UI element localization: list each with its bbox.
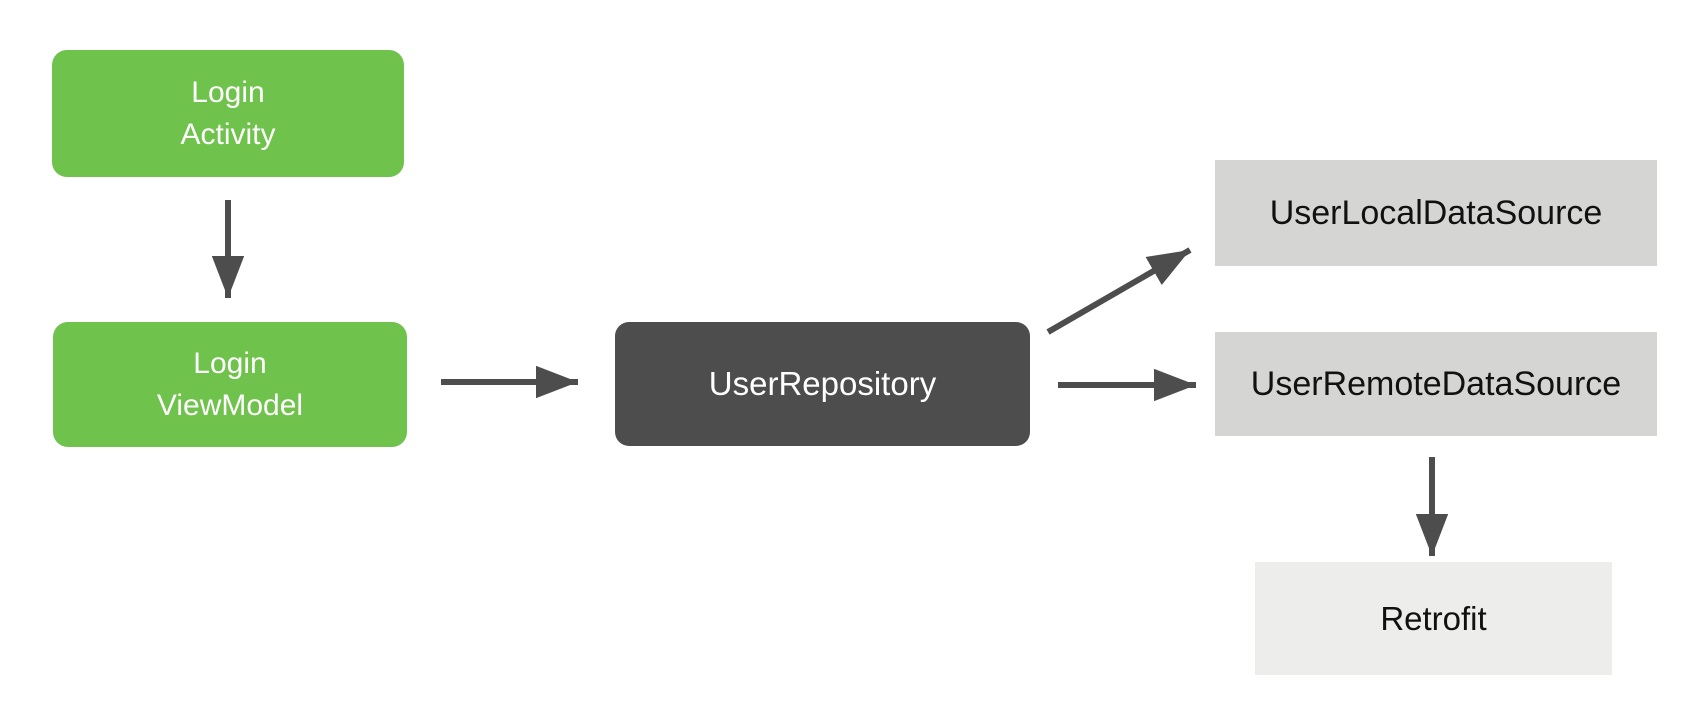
node-retrofit: Retrofit <box>1255 562 1612 675</box>
node-login-viewmodel: Login ViewModel <box>53 322 407 447</box>
node-user-repository: UserRepository <box>615 322 1030 446</box>
node-user-local-datasource: UserLocalDataSource <box>1215 160 1657 266</box>
node-login-activity: Login Activity <box>52 50 404 177</box>
node-user-remote-datasource: UserRemoteDataSource <box>1215 332 1657 436</box>
arrow-repository-to-localdatasource <box>1046 247 1192 335</box>
